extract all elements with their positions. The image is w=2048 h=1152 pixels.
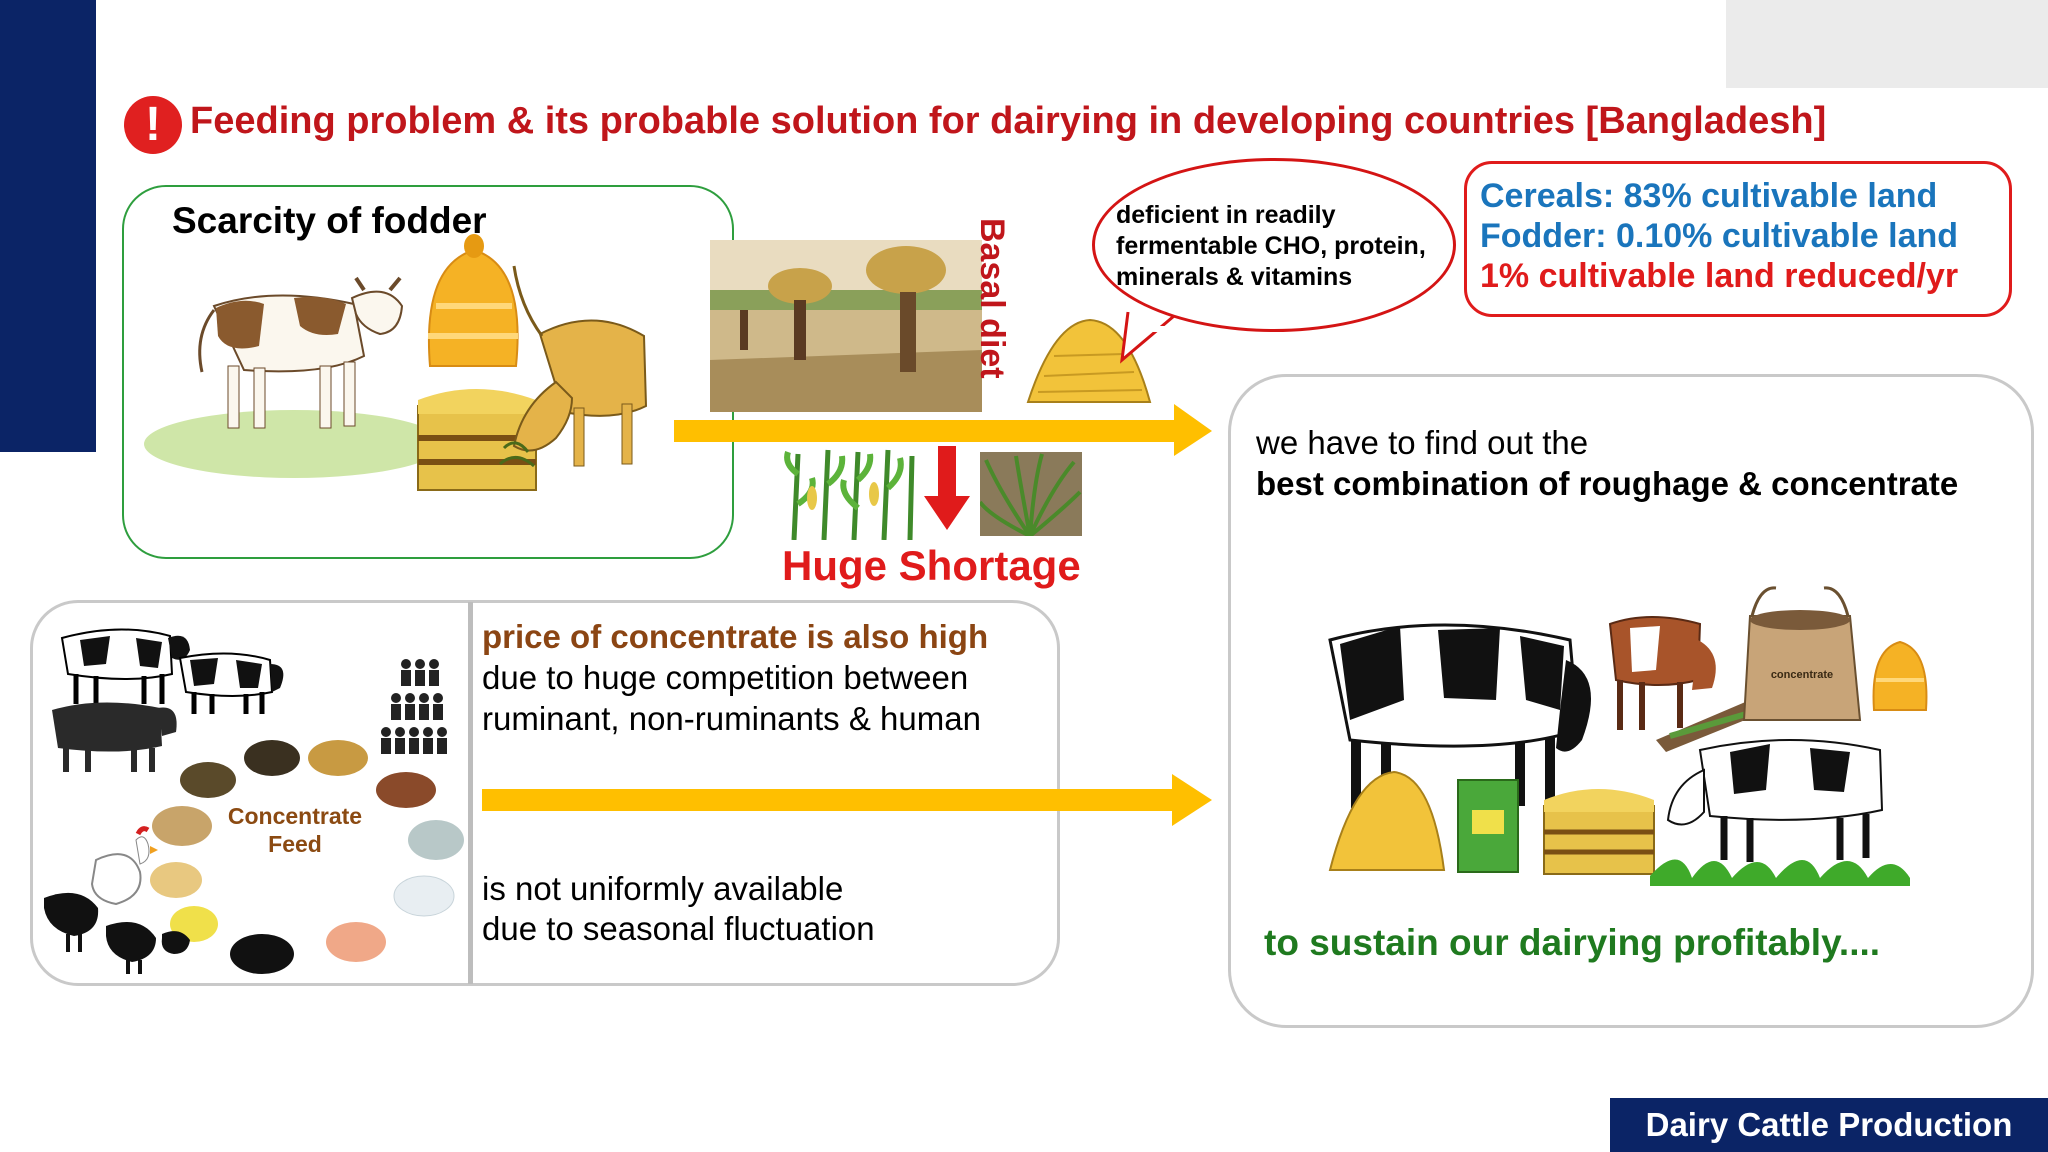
- price-reason-line-1: due to huge competition between: [482, 659, 969, 696]
- stat-land-reduction: 1% cultivable land reduced/yr: [1480, 257, 1959, 295]
- grass-patch: [144, 410, 444, 478]
- availability-line-2: due to seasonal fluctuation: [482, 910, 875, 947]
- straw-pile-icon: [1026, 318, 1152, 403]
- exclamation-icon: !: [124, 96, 182, 154]
- solution-illustration: concentrate: [1328, 586, 1928, 886]
- land-stats-box: [1464, 161, 2012, 317]
- cow-grazing-icon: [499, 265, 648, 468]
- deficiency-bubble: [1092, 158, 1456, 332]
- concentrate-sack-icon: concentrate: [1742, 586, 1862, 721]
- corner-grey-block: [1726, 0, 2048, 88]
- sack-label: concentrate: [1771, 669, 1833, 681]
- holstein-cow-icon: [178, 652, 284, 714]
- huge-shortage-label: Huge Shortage: [782, 542, 1081, 589]
- availability-line-1: is not uniformly available: [482, 870, 844, 907]
- solution-line-1: we have to find out the: [1256, 424, 1589, 461]
- cow-eating-icon: [1608, 616, 1761, 752]
- straw-pile-icon: [1328, 770, 1446, 871]
- holstein-cow-grazing-icon: [1650, 739, 1910, 886]
- rooster-icon: [90, 826, 158, 906]
- price-heading: price of concentrate is also high: [482, 618, 989, 655]
- left-navy-band: [0, 0, 96, 452]
- price-reason-line-2: ruminant, non-ruminants & human: [482, 700, 981, 737]
- concentrate-illustration: [44, 628, 464, 974]
- haystack-icon: [1872, 640, 1928, 711]
- feed-bag-icon: [1457, 779, 1519, 873]
- buffalo-icon: [52, 702, 177, 772]
- harvest-photo: [710, 240, 982, 412]
- basal-diet-label: Basal diet: [973, 218, 1011, 379]
- people-crowd-icon: [381, 659, 447, 754]
- corn-crop-icon: [784, 444, 918, 540]
- footer-course-title: Dairy Cattle Production: [1610, 1098, 2048, 1152]
- napier-grass-photo: [980, 452, 1082, 536]
- concentrate-feed-label: Concentrate Feed: [227, 803, 363, 857]
- stat-fodder: Fodder: 0.10% cultivable land: [1480, 217, 1959, 255]
- slide-title: Feeding problem & its probable solution …: [190, 100, 1827, 142]
- stat-cereals: Cereals: 83% cultivable land: [1480, 177, 1938, 215]
- hay-bale-icon: [1543, 789, 1655, 875]
- scarcity-label: Scarcity of fodder: [172, 200, 487, 241]
- scarcity-illustration: [144, 234, 648, 491]
- middle-flow-arrow: [482, 774, 1212, 826]
- closing-statement: to sustain our dairying profitably....: [1264, 922, 1881, 963]
- top-flow-arrow: [674, 404, 1212, 456]
- haystack-icon: [427, 234, 519, 367]
- solution-line-2: best combination of roughage & concentra…: [1256, 465, 1959, 502]
- down-arrow-icon: [924, 446, 970, 530]
- bubble-tail-mask: [1128, 326, 1176, 332]
- deficiency-text: deficient in readily fermentable CHO, pr…: [1116, 201, 1426, 291]
- hens-icon: [44, 892, 190, 974]
- feed-piles: [150, 740, 464, 974]
- concentrate-divider: [468, 602, 473, 984]
- cow-standing-icon: [198, 276, 404, 429]
- holstein-cow-icon: [60, 628, 190, 704]
